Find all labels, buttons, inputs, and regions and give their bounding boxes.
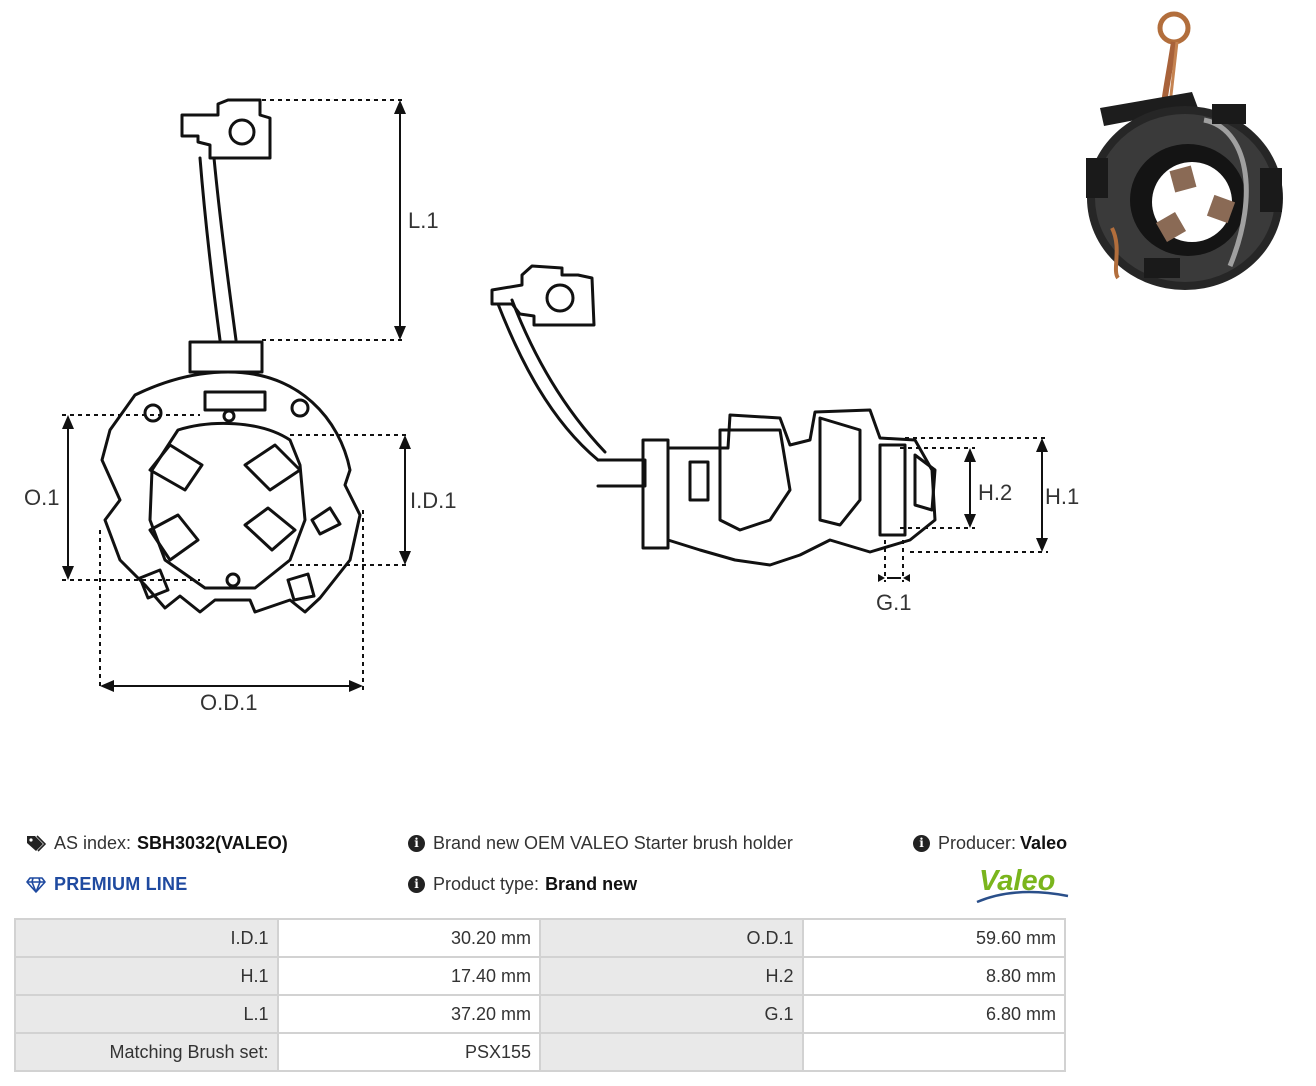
product-description: Brand new OEM VALEO Starter brush holder — [433, 833, 793, 853]
table-row: Matching Brush set: PSX155 — [14, 1032, 1067, 1072]
producer-label: Producer: — [938, 833, 1017, 853]
spec-key: H.1 — [14, 956, 279, 996]
product-photo — [1086, 11, 1283, 290]
spec-value: 8.80 mm — [801, 956, 1067, 996]
spec-key: Matching Brush set: — [14, 1032, 279, 1072]
tag-icon — [26, 834, 46, 853]
spec-key: I.D.1 — [14, 918, 279, 958]
spec-value: PSX155 — [276, 1032, 542, 1072]
spec-key: L.1 — [14, 994, 279, 1034]
table-row: L.1 37.20 mm G.1 6.80 mm — [14, 994, 1067, 1034]
spec-value — [801, 1032, 1067, 1072]
top-view-terminal — [180, 98, 272, 342]
as-index-row: AS index: SBH3032(VALEO) — [26, 833, 288, 854]
spec-key: G.1 — [539, 994, 804, 1034]
info-icon: i — [913, 835, 930, 852]
as-index-value: SBH3032(VALEO) — [137, 833, 288, 853]
description-row: i Brand new OEM VALEO Starter brush hold… — [408, 833, 799, 854]
valeo-logo: Valeo — [976, 865, 1069, 904]
info-icon: i — [408, 835, 425, 852]
dim-label-h1: H.1 — [1045, 484, 1079, 509]
table-row: H.1 17.40 mm H.2 8.80 mm — [14, 956, 1067, 996]
premium-line-label: PREMIUM LINE — [54, 874, 188, 894]
producer-row: i Producer: Valeo — [913, 833, 1067, 854]
spec-key: H.2 — [539, 956, 804, 996]
product-type-row: i Product type: Brand new — [408, 874, 637, 895]
producer-value: Valeo — [1020, 833, 1068, 853]
product-type-value: Brand new — [545, 874, 638, 894]
spec-value: 37.20 mm — [276, 994, 542, 1034]
table-row: I.D.1 30.20 mm O.D.1 59.60 mm — [14, 918, 1067, 958]
dim-label-od1: O.D.1 — [200, 690, 257, 715]
spec-key: O.D.1 — [539, 918, 804, 958]
dim-label-id1: I.D.1 — [410, 488, 456, 513]
side-view — [490, 264, 937, 567]
specs-table: I.D.1 30.20 mm O.D.1 59.60 mm H.1 17.40 … — [14, 918, 1067, 1072]
info-icon: i — [408, 876, 425, 893]
top-view-body — [100, 340, 362, 614]
diamond-icon — [26, 876, 46, 893]
spec-value: 30.20 mm — [276, 918, 542, 958]
product-type-label: Product type: — [433, 874, 540, 894]
dim-label-o1: O.1 — [24, 485, 59, 510]
dim-label-g1: G.1 — [876, 590, 911, 615]
spec-value: 59.60 mm — [801, 918, 1067, 958]
premium-line-badge: PREMIUM LINE — [26, 874, 187, 895]
spec-key — [539, 1032, 804, 1072]
spec-value: 17.40 mm — [276, 956, 542, 996]
dim-label-h2: H.2 — [978, 480, 1012, 505]
as-index-label: AS index: — [54, 833, 132, 853]
dim-label-l1: L.1 — [408, 208, 439, 233]
technical-drawing: L.1 O.1 I.D.1 O.D.1 H.2 H.1 G.1 — [24, 98, 1079, 715]
spec-value: 6.80 mm — [801, 994, 1067, 1034]
